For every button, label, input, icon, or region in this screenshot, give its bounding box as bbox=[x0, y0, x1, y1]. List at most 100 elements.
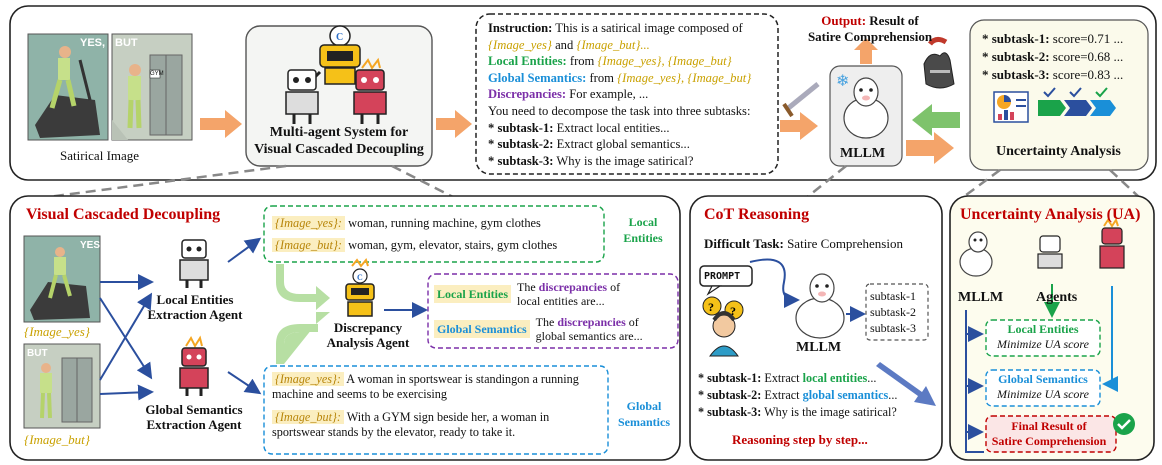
arrow-cot-diagonal bbox=[876, 362, 936, 406]
output-text: Result of bbox=[869, 13, 919, 28]
cot-s2-pre: Extract bbox=[764, 388, 800, 402]
arrow-but-global bbox=[99, 384, 154, 401]
multi-agent-title: Multi-agent System for Visual Cascaded D… bbox=[254, 125, 424, 157]
local-yes: {Image_yes}, bbox=[597, 54, 665, 69]
ua-trunk bbox=[965, 310, 984, 453]
cot-subtask-3: subtask-3 bbox=[870, 321, 916, 335]
image-yes-thumbnail bbox=[23, 235, 101, 323]
satirical-image-top bbox=[27, 33, 193, 141]
process-flow-icon bbox=[1038, 87, 1116, 116]
disc-local-tag: Local Entities bbox=[434, 285, 511, 303]
mllm-label-top: MLLM bbox=[840, 146, 886, 161]
subtask-1-text: Extract local entities... bbox=[556, 120, 670, 135]
svg-text:C: C bbox=[336, 32, 343, 43]
robot-discrepancy-agent: C bbox=[345, 257, 375, 317]
local-but-text: woman, gym, elevator, stairs, gym clothe… bbox=[348, 238, 558, 252]
confused-person-icon: ? ? bbox=[702, 296, 744, 357]
svg-text:C: C bbox=[357, 273, 363, 282]
connector-ua-right bbox=[1109, 169, 1141, 199]
global-semantics-label: Global Semantics: bbox=[488, 70, 587, 85]
local-entities-content: {Image_yes}: woman, running machine, gym… bbox=[272, 212, 557, 256]
discrepancy-agent-label: Discrepancy Analysis Agent bbox=[326, 320, 410, 350]
score-2-value: score=0.68 ... bbox=[1052, 49, 1124, 64]
score-3-value: score=0.83 ... bbox=[1052, 67, 1124, 82]
knight-helmet-icon bbox=[923, 36, 955, 89]
discrepancies-text: For example, ... bbox=[569, 87, 649, 102]
robot-red-top bbox=[353, 57, 387, 124]
disc-global-pre: The bbox=[535, 315, 555, 329]
ua-global-box bbox=[985, 369, 1101, 407]
global-yes-tag: {Image_yes}: bbox=[272, 372, 344, 386]
connector-ua-left bbox=[961, 168, 1001, 200]
cot-subtask-2: subtask-2 bbox=[870, 305, 916, 319]
arrow-green-curve-bottom bbox=[276, 324, 318, 364]
ua-local-title: Local Entities bbox=[1007, 322, 1079, 336]
global-but-tag: {Image_but}: bbox=[272, 410, 344, 424]
difficult-text: Satire Comprehension bbox=[787, 236, 903, 251]
global-semantics-box bbox=[263, 365, 609, 455]
local-yes-text: woman, running machine, gym clothes bbox=[348, 216, 541, 230]
difficult-task: Difficult Task: Satire Comprehension bbox=[704, 236, 903, 251]
gym-sign: GYM bbox=[150, 71, 164, 77]
arrow-cyan-down bbox=[1102, 286, 1118, 392]
image-but-thumbnail bbox=[23, 343, 101, 429]
local-but-tag: {Image_but}: bbox=[272, 238, 346, 252]
score-1-label: * subtask-1: bbox=[982, 31, 1050, 46]
output-text-2: Satire Comprehension bbox=[807, 29, 933, 44]
sword-icon bbox=[782, 82, 820, 118]
subtask-2-label: * subtask-2: bbox=[488, 137, 554, 152]
cot-s3-label: * subtask-3: bbox=[698, 405, 762, 419]
subtask-2-text: Extract global semantics... bbox=[556, 137, 690, 152]
robot-green-ua bbox=[1037, 235, 1063, 269]
disc-global-post: of bbox=[628, 315, 639, 329]
local-from: from bbox=[569, 54, 595, 69]
robot-gray-top bbox=[285, 69, 319, 124]
score-2-label: * subtask-2: bbox=[982, 49, 1050, 64]
arrow-but-local bbox=[99, 292, 153, 381]
instruction-box bbox=[475, 13, 779, 175]
snowflake-icon: ❄ bbox=[836, 73, 849, 90]
cot-s1-pre: Extract bbox=[764, 371, 800, 385]
llama-icon-cot bbox=[795, 273, 845, 339]
robot-yellow-top: C bbox=[310, 25, 370, 85]
scores-list: * subtask-1: score=0.71 ... * subtask-2:… bbox=[982, 30, 1123, 84]
cot-s1-post: ... bbox=[867, 371, 877, 385]
cot-s2-post: ... bbox=[888, 388, 898, 402]
subtask-3-text: Why is the image satirical? bbox=[556, 153, 694, 168]
disc-global-tag: Global Semantics bbox=[434, 320, 530, 338]
cot-s2-label: * subtask-2: bbox=[698, 388, 762, 402]
connector-vcd-right bbox=[391, 164, 456, 200]
ua-final-line1: Final Result of bbox=[1011, 419, 1087, 433]
local-entities-label: Local Entities: bbox=[488, 54, 567, 69]
subtask-3-label: * subtask-3: bbox=[488, 153, 554, 168]
cot-subtask-detail: * subtask-1: Extract local entities... *… bbox=[698, 370, 938, 421]
vcd-image-yes-caption: {Image_yes} bbox=[24, 324, 90, 339]
disc-local-line2: local entities are... bbox=[517, 294, 605, 308]
svg-text:?: ? bbox=[708, 300, 714, 314]
arrow-global-to-box bbox=[227, 371, 262, 395]
global-yes-text: A woman in sportswear is standingon a ru… bbox=[272, 372, 579, 401]
arrow-task-to-mllm bbox=[749, 258, 800, 308]
disc-global-word: discrepancies bbox=[557, 315, 626, 329]
disc-local-word: discrepancies bbox=[538, 280, 608, 294]
prompt-label: PROMPT bbox=[704, 271, 741, 282]
prompt-bubble-icon bbox=[699, 265, 753, 296]
robot-red-ua bbox=[1099, 217, 1125, 269]
global-semantics-side-label: Global Semantics bbox=[618, 399, 670, 429]
difficult-label: Difficult Task: bbox=[704, 236, 784, 251]
svg-text:?: ? bbox=[730, 304, 736, 318]
uncertainty-box bbox=[969, 19, 1149, 171]
global-but: {Image_but} bbox=[687, 70, 752, 85]
and-word: and bbox=[555, 37, 574, 52]
vcd-but-label: BUT bbox=[27, 348, 48, 359]
ua-local-sub: Minimize UA score bbox=[997, 337, 1089, 351]
arrow-green-curve-top bbox=[276, 264, 330, 310]
llama-icon-top bbox=[843, 77, 889, 139]
arrow-orange-2 bbox=[436, 110, 472, 138]
global-agent-label: Global Semantics Extraction Agent bbox=[145, 402, 243, 432]
local-yes-tag: {Image_yes}: bbox=[272, 216, 346, 230]
robot-local-agent bbox=[179, 239, 209, 288]
global-but-text: With a GYM sign beside her, a woman in s… bbox=[272, 410, 550, 439]
satirical-image-caption: Satirical Image bbox=[60, 148, 140, 163]
ua-final-box bbox=[985, 415, 1117, 453]
